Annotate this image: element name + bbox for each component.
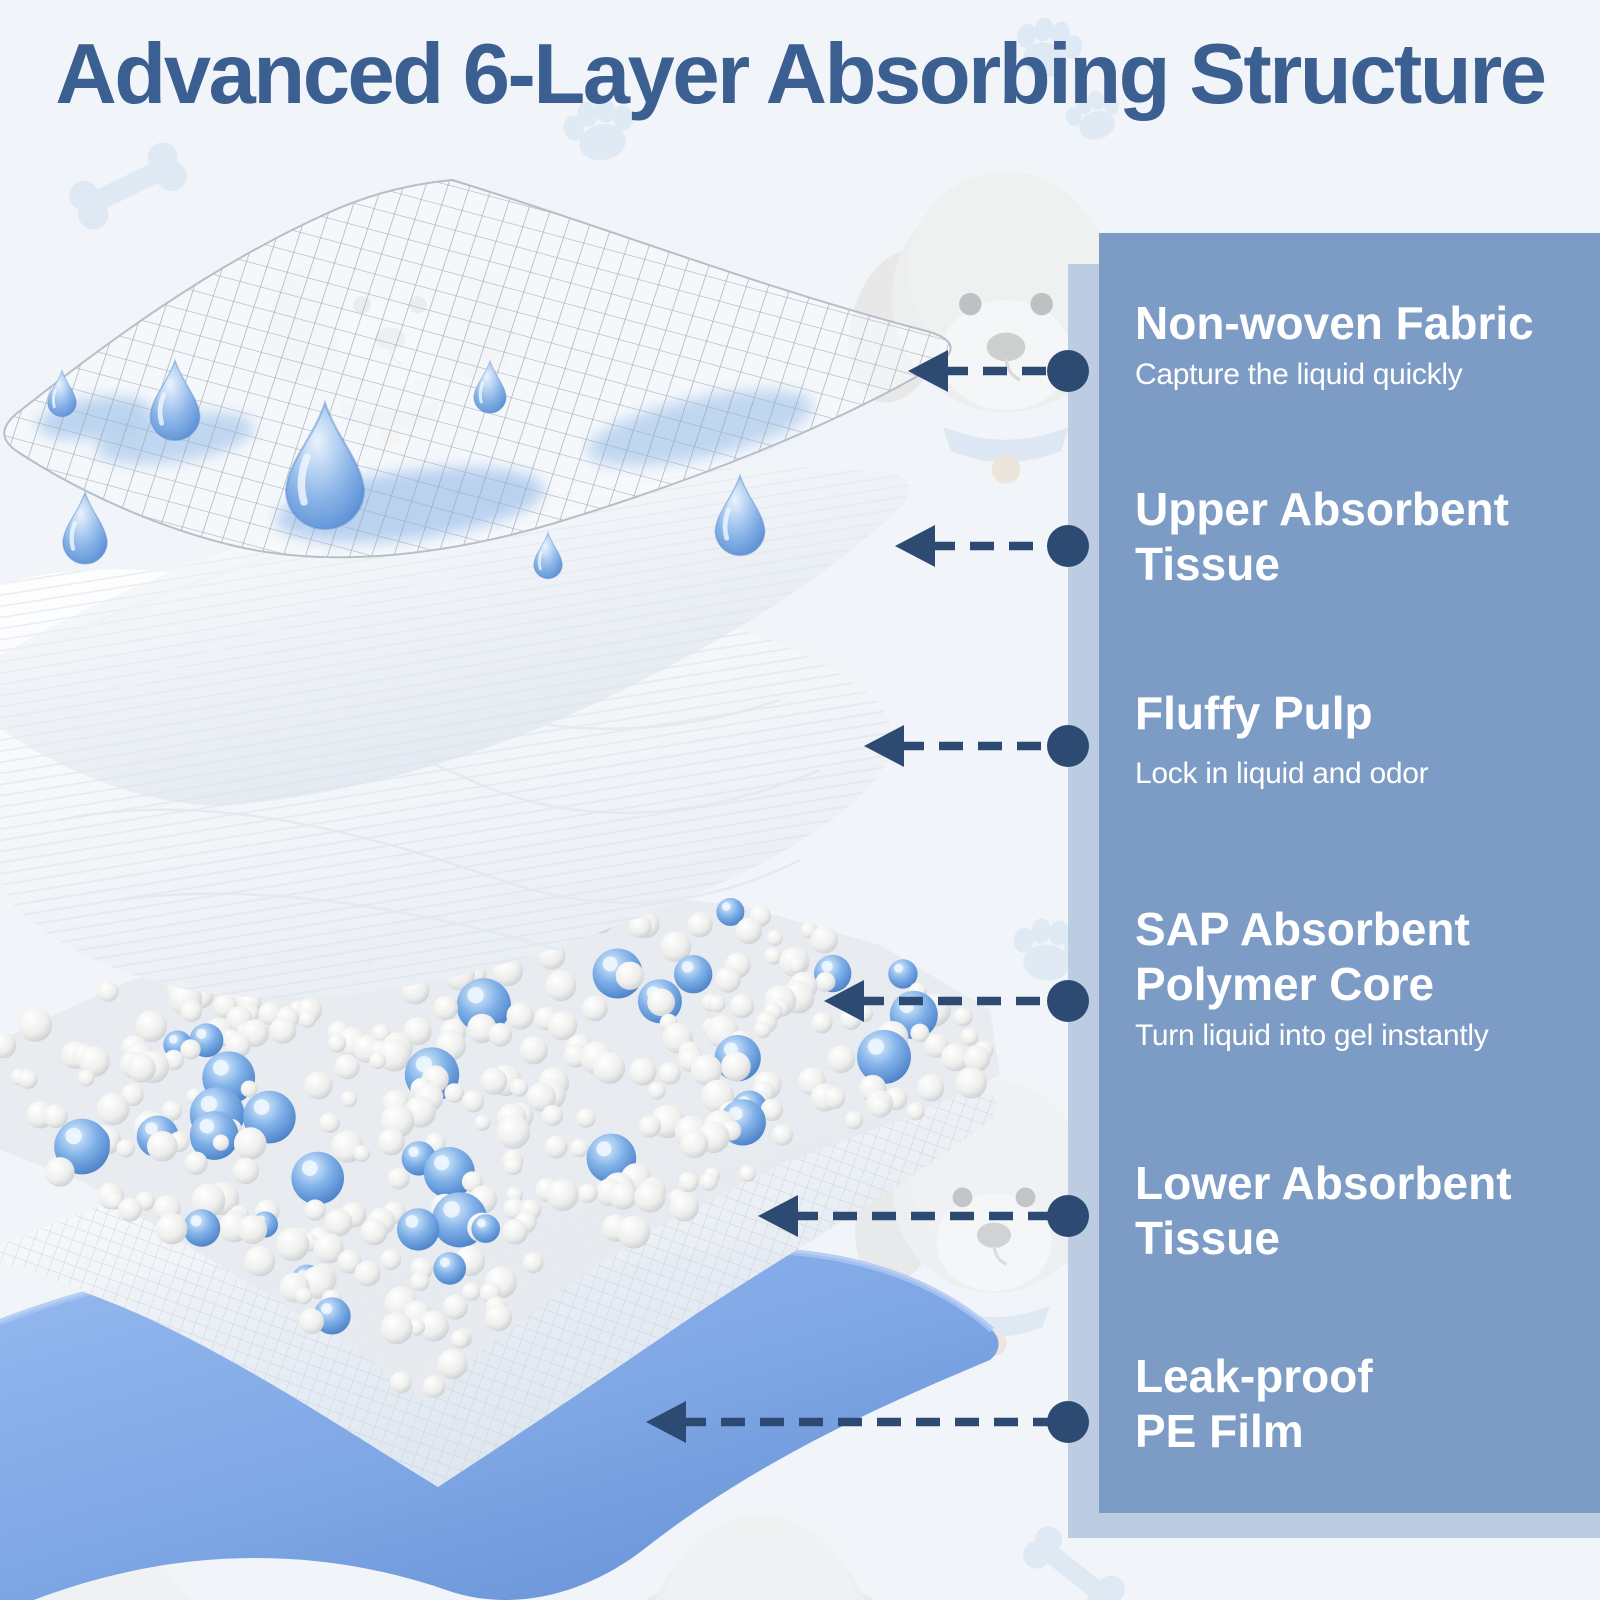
layer-name: Non-woven Fabric	[1135, 297, 1534, 349]
layer-description: Turn liquid into gel instantly	[1135, 1019, 1489, 1053]
layer-label-pe-film: Leak-proof PE Film	[1135, 1349, 1597, 1459]
layer-name: Leak-proof PE Film	[1135, 1350, 1373, 1458]
layer-name: Fluffy Pulp	[1135, 687, 1373, 739]
layer-name: Upper Absorbent Tissue	[1135, 483, 1509, 591]
page-title: Advanced 6-Layer Absorbing Structure	[55, 27, 1547, 122]
layer-description: Lock in liquid and odor	[1135, 757, 1429, 791]
layer-name: SAP Absorbent Polymer Core	[1135, 903, 1470, 1011]
droplet-icon	[63, 493, 107, 564]
layer-upper-tissue	[0, 467, 910, 806]
layer-label-nonwoven: Non-woven Fabric Capture the liquid quic…	[1135, 296, 1597, 394]
layer-label-lower-tissue: Lower Absorbent Tissue	[1135, 1156, 1597, 1266]
info-panel: Non-woven Fabric Capture the liquid quic…	[1099, 233, 1600, 1513]
layer-nonwoven-mesh	[3, 178, 952, 559]
layer-label-fluffy-pulp: Fluffy Pulp Lock in liquid and odor	[1135, 686, 1597, 793]
layer-description: Capture the liquid quickly	[1135, 358, 1463, 392]
layer-label-sap-core: SAP Absorbent Polymer Core Turn liquid i…	[1135, 902, 1597, 1055]
layer-label-upper-tissue: Upper Absorbent Tissue	[1135, 482, 1597, 592]
bone-icon	[64, 137, 192, 235]
layer-name: Lower Absorbent Tissue	[1135, 1157, 1512, 1265]
